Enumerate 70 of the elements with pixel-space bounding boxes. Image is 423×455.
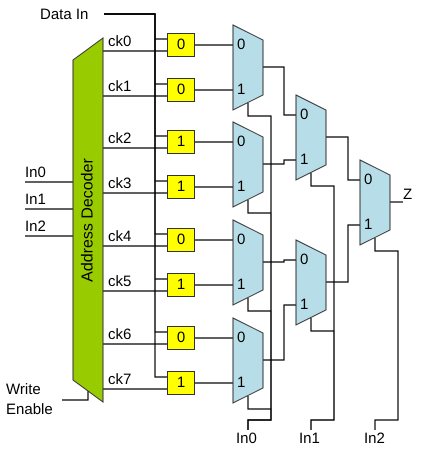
wire xyxy=(195,141,233,143)
wire xyxy=(195,186,233,188)
bit-cell: 1 xyxy=(167,371,195,395)
input-number: 0 xyxy=(237,231,246,248)
input-label: In0 xyxy=(236,430,262,448)
edge-label: ck6 xyxy=(108,326,132,343)
wire xyxy=(103,388,167,390)
wire xyxy=(195,44,233,46)
wire xyxy=(103,50,167,52)
edge-label: ck4 xyxy=(108,228,132,245)
input-label: Write Enable xyxy=(6,380,62,420)
input-number: 0 xyxy=(237,36,246,53)
input-number: 0 xyxy=(300,251,308,268)
input-label: In1 xyxy=(25,191,55,209)
bit-cell: 0 xyxy=(167,228,195,252)
edge-label: ck3 xyxy=(108,175,132,192)
input-number: 1 xyxy=(237,81,246,98)
edge-label: ck5 xyxy=(108,273,132,290)
input-label: In2 xyxy=(25,218,55,236)
input-number: 1 xyxy=(364,216,372,233)
wire xyxy=(390,201,403,203)
wire xyxy=(25,235,73,237)
bit-cell: 0 xyxy=(167,326,195,350)
input-number: 1 xyxy=(237,276,246,293)
wire xyxy=(326,224,360,283)
input-number: 0 xyxy=(300,106,308,123)
bit-cell: 1 xyxy=(167,273,195,297)
bit-cell: 0 xyxy=(167,33,195,57)
wire xyxy=(263,159,296,165)
input-number: 1 xyxy=(237,178,246,195)
bit-cell: 1 xyxy=(167,130,195,154)
input-label: In0 xyxy=(25,164,55,182)
input-label: In1 xyxy=(299,430,325,448)
input-number: 1 xyxy=(237,374,246,391)
wire xyxy=(195,239,233,241)
wire xyxy=(62,391,89,401)
input-number: 0 xyxy=(237,329,246,346)
input-label: Data In xyxy=(40,6,104,24)
wire xyxy=(263,304,296,361)
edge-label: ck2 xyxy=(108,130,132,147)
wire xyxy=(103,290,167,292)
wire xyxy=(247,396,272,430)
wire xyxy=(195,284,233,286)
input-number: 1 xyxy=(300,151,308,168)
wire xyxy=(25,208,73,210)
output-label: Z xyxy=(403,186,419,204)
wire xyxy=(103,147,167,149)
wire xyxy=(374,238,399,430)
wire xyxy=(263,66,296,116)
wire xyxy=(103,192,167,194)
wire xyxy=(195,382,233,384)
wire xyxy=(103,343,167,345)
input-number: 0 xyxy=(237,133,246,150)
wire xyxy=(25,181,73,183)
wire xyxy=(195,89,233,91)
decoder-label: Address Decoder xyxy=(80,158,96,282)
wire xyxy=(263,259,296,263)
edge-label: ck7 xyxy=(108,371,132,388)
bit-cell: 1 xyxy=(167,175,195,199)
input-number: 1 xyxy=(300,296,308,313)
wire xyxy=(326,136,360,181)
edge-label: ck1 xyxy=(108,78,132,95)
input-label: In2 xyxy=(364,430,390,448)
edge-label: ck0 xyxy=(108,33,132,50)
input-number: 0 xyxy=(364,171,372,188)
bit-cell: 0 xyxy=(167,78,195,102)
wire xyxy=(195,337,233,339)
wire xyxy=(310,318,335,430)
wire xyxy=(103,245,167,247)
wire xyxy=(103,95,167,97)
